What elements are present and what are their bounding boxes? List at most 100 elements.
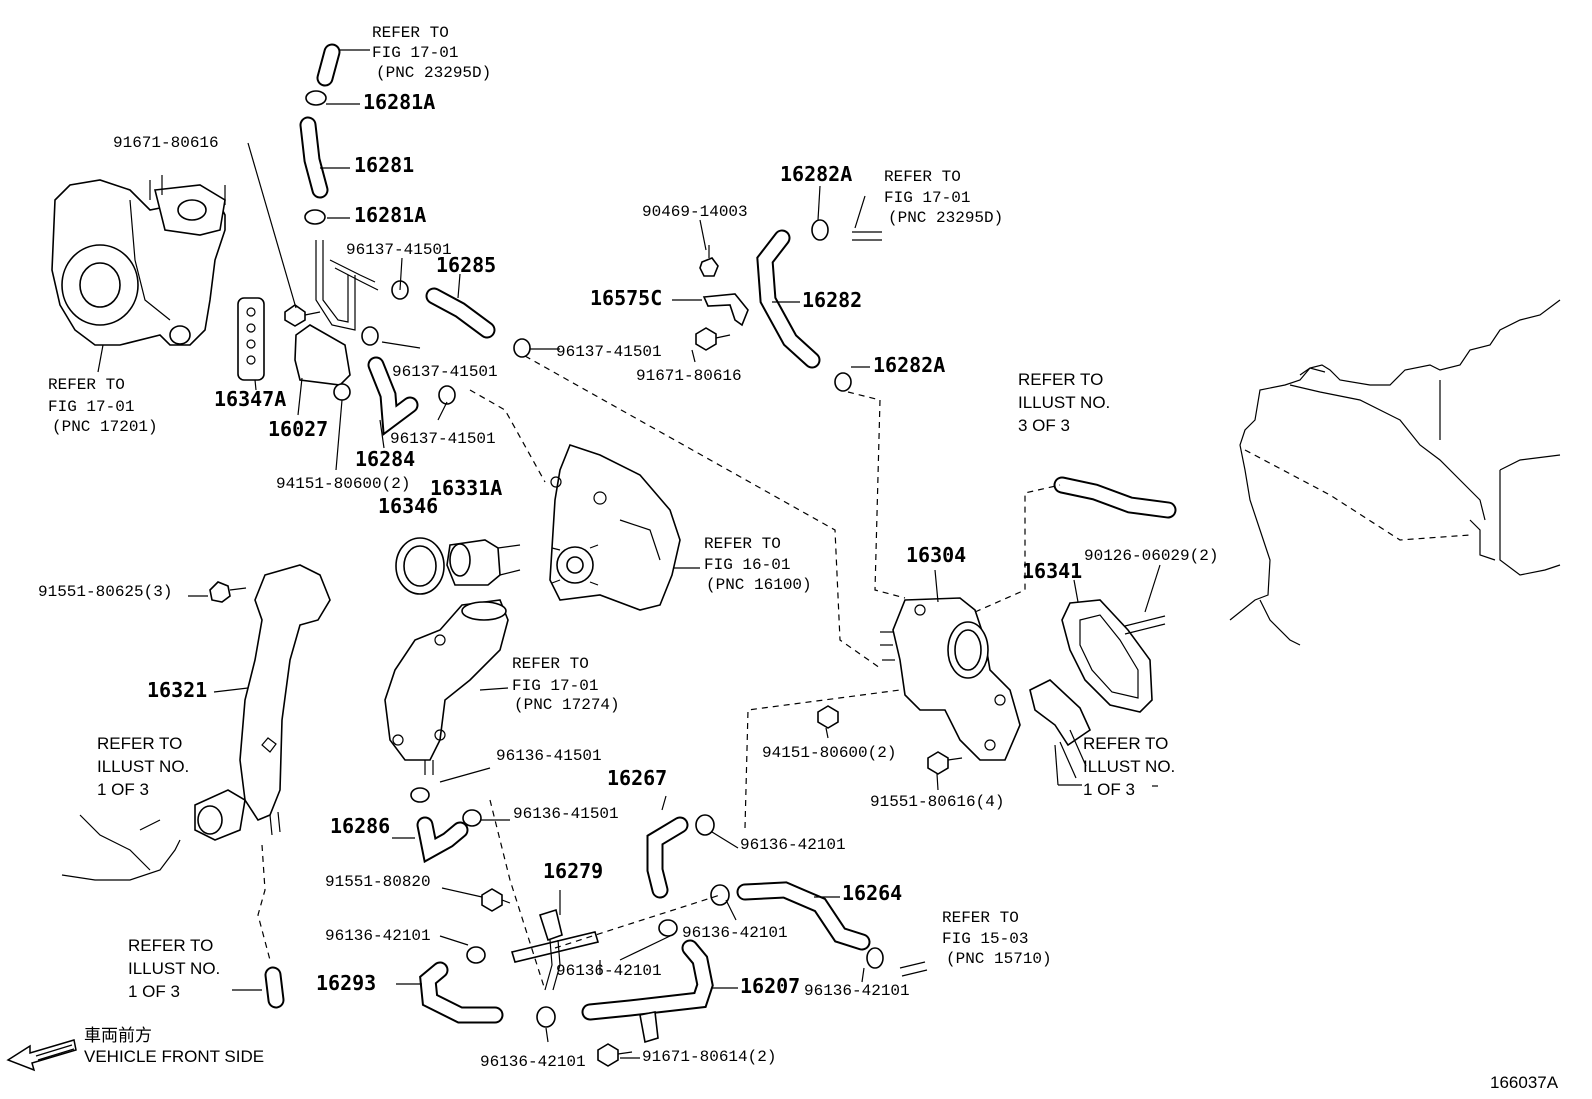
callout-16286[interactable]: 16286	[330, 814, 390, 838]
callout-96136-42101-e[interactable]: 96136-42101	[804, 982, 910, 1000]
callout-16284[interactable]: 16284	[355, 447, 415, 471]
callout-91551-80616[interactable]: 91551-80616(4)	[870, 793, 1004, 811]
ref-fig15[interactable]: REFER TO FIG 15-03 (PNC 15710)	[942, 909, 1052, 968]
callout-labels: 16281A 16281 16281A 91671-80616 96137-41…	[38, 90, 1218, 1071]
callout-91671-80616-right[interactable]: 91671-80616	[636, 367, 742, 385]
callout-96136-42101-c[interactable]: 96136-42101	[325, 927, 431, 945]
callout-96137-41501-a[interactable]: 96137-41501	[346, 241, 452, 259]
front-label-en: VEHICLE FRONT SIDE	[84, 1047, 264, 1066]
callout-16281A-bottom[interactable]: 16281A	[354, 203, 426, 227]
callout-16267[interactable]: 16267	[607, 766, 667, 790]
svg-text:(PNC 16100): (PNC 16100)	[706, 576, 812, 594]
callout-96136-42101-b[interactable]: 96136-42101	[682, 924, 788, 942]
svg-text:FIG 17-01: FIG 17-01	[372, 44, 458, 62]
svg-text:(PNC 17274): (PNC 17274)	[514, 696, 620, 714]
callout-94151-80600-b[interactable]: 94151-80600(2)	[762, 744, 896, 762]
callout-16282A-top[interactable]: 16282A	[780, 162, 852, 186]
callout-96136-42101-d[interactable]: 96136-42101	[556, 962, 662, 980]
ref-fig17-top[interactable]: REFER TO FIG 17-01 (PNC 23295D)	[372, 24, 491, 82]
bolt-91551-80616-part	[927, 751, 963, 775]
ref-illust-1of3-left[interactable]: REFER TO ILLUST NO. 1 OF 3	[97, 734, 189, 799]
svg-text:1 OF 3: 1 OF 3	[1083, 780, 1135, 799]
gasket-16347A-part	[237, 297, 265, 381]
pipe-16207-part	[581, 919, 714, 1067]
hose-16264-part	[710, 881, 928, 977]
ref-fig17-right[interactable]: REFER TO FIG 17-01 (PNC 23295D)	[884, 168, 1003, 227]
engine-block-part	[1229, 299, 1561, 646]
callout-91671-80614[interactable]: 91671-80614(2)	[642, 1048, 776, 1066]
hose-16293-part	[419, 946, 556, 1028]
vehicle-front-indicator: 車両前方 VEHICLE FRONT SIDE	[6, 1026, 264, 1072]
thermostat-16331A-part	[395, 537, 521, 595]
callout-16341[interactable]: 16341	[1022, 559, 1082, 583]
svg-text:REFER TO: REFER TO	[48, 376, 125, 394]
pipe-16279-part	[510, 908, 600, 991]
callout-16279[interactable]: 16279	[543, 859, 603, 883]
callout-16282[interactable]: 16282	[802, 288, 862, 312]
callout-16285[interactable]: 16285	[436, 253, 496, 277]
callout-94151-80600-a[interactable]: 94151-80600(2)	[276, 475, 410, 493]
callout-96137-41501-c[interactable]: 96137-41501	[392, 363, 498, 381]
callout-96136-42101-a[interactable]: 96136-42101	[740, 836, 846, 854]
water-outlet-part	[384, 599, 509, 775]
callout-16027[interactable]: 16027	[268, 417, 328, 441]
callout-96136-41501-b[interactable]: 96136-41501	[513, 805, 619, 823]
callout-16207[interactable]: 16207	[740, 974, 800, 998]
ref-fig16[interactable]: REFER TO FIG 16-01 (PNC 16100)	[704, 535, 812, 594]
gasket-16341-part	[1061, 599, 1153, 713]
callout-16347A[interactable]: 16347A	[214, 387, 286, 411]
ref-fig17-outlet[interactable]: REFER TO FIG 17-01 (PNC 17274)	[512, 655, 620, 714]
svg-text:(PNC 15710): (PNC 15710)	[946, 950, 1052, 968]
callout-96137-41501-d[interactable]: 96137-41501	[390, 430, 496, 448]
callout-16281[interactable]: 16281	[354, 153, 414, 177]
ref-illust-3of3[interactable]: REFER TO ILLUST NO. 3 OF 3	[1018, 370, 1110, 435]
callout-91671-80616-left[interactable]: 91671-80616	[113, 134, 219, 152]
svg-text:ILLUST NO.: ILLUST NO.	[1083, 757, 1175, 776]
svg-text:FIG 17-01: FIG 17-01	[48, 398, 134, 416]
callout-90469-14003[interactable]: 90469-14003	[642, 203, 748, 221]
svg-text:FIG 17-01: FIG 17-01	[512, 677, 598, 695]
hose-ref-1of3-left-part	[61, 814, 285, 1009]
front-label-jp: 車両前方	[84, 1026, 152, 1045]
ref-fig17-turbo[interactable]: REFER TO FIG 17-01 (PNC 17201)	[48, 376, 158, 436]
callout-96136-42101-f[interactable]: 96136-42101	[480, 1053, 586, 1071]
callout-16264[interactable]: 16264	[842, 881, 902, 905]
water-pipe-16321-part	[194, 564, 331, 841]
hose-16282-part	[756, 219, 882, 392]
callout-16575C[interactable]: 16575C	[590, 286, 662, 310]
bolt-94151-80600-b-part	[817, 705, 839, 729]
callout-91551-80625[interactable]: 91551-80625(3)	[38, 583, 172, 601]
ref-illust-1of3-bottom[interactable]: REFER TO ILLUST NO. 1 OF 3	[128, 936, 220, 1001]
callout-96136-41501-a[interactable]: 96136-41501	[496, 747, 602, 765]
callout-16281A-top[interactable]: 16281A	[363, 90, 435, 114]
svg-text:ILLUST NO.: ILLUST NO.	[97, 757, 189, 776]
front-arrow-icon	[6, 1039, 77, 1072]
bolt-91551-80625-part	[209, 581, 247, 603]
callout-91551-80820[interactable]: 91551-80820	[325, 873, 431, 891]
hose-16284-part	[367, 356, 456, 437]
svg-text:(PNC 17201): (PNC 17201)	[52, 418, 158, 436]
svg-text:3 OF 3: 3 OF 3	[1018, 416, 1070, 435]
hose-16267-part	[646, 814, 715, 899]
svg-text:(PNC 23295D): (PNC 23295D)	[888, 209, 1003, 227]
svg-text:REFER TO: REFER TO	[372, 24, 449, 42]
callout-16282A-bottom[interactable]: 16282A	[873, 353, 945, 377]
callout-16346[interactable]: 16346	[378, 494, 438, 518]
svg-text:1 OF 3: 1 OF 3	[128, 982, 180, 1001]
callout-16321[interactable]: 16321	[147, 678, 207, 702]
hose-ref-1of3-right-part	[1029, 679, 1092, 779]
callout-90126-06029[interactable]: 90126-06029(2)	[1084, 547, 1218, 565]
callout-16331A[interactable]: 16331A	[430, 476, 502, 500]
bolt-91671-80616-part	[284, 304, 321, 327]
bracket-16575C-part	[695, 245, 749, 351]
svg-text:ILLUST NO.: ILLUST NO.	[128, 959, 220, 978]
callout-96137-41501-b[interactable]: 96137-41501	[556, 343, 662, 361]
svg-text:REFER TO: REFER TO	[512, 655, 589, 673]
bolt-91551-80820-part	[481, 888, 511, 912]
callout-16293[interactable]: 16293	[316, 971, 376, 995]
reference-notes: REFER TO FIG 17-01 (PNC 23295D) REFER TO…	[48, 24, 1175, 1001]
callout-16304[interactable]: 16304	[906, 543, 966, 567]
ref-illust-1of3-right[interactable]: REFER TO ILLUST NO. 1 OF 3	[1083, 734, 1175, 799]
hose-16286-part	[410, 787, 482, 864]
